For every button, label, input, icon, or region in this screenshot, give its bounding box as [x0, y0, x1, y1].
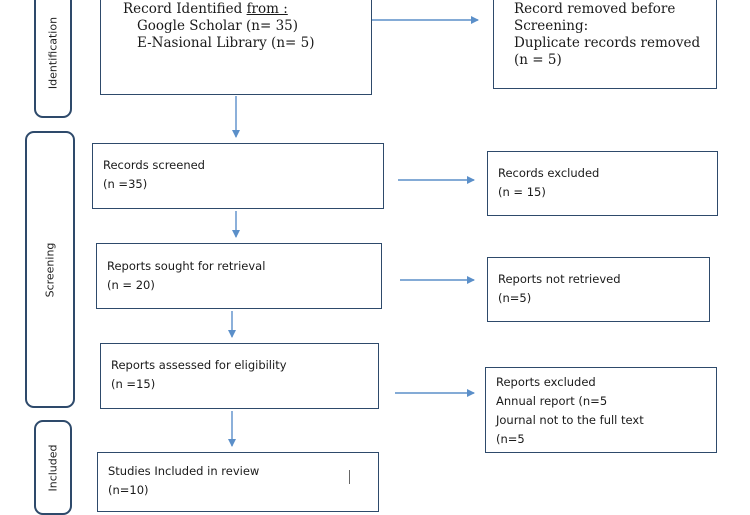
records-screened-count: (n =35): [103, 177, 148, 191]
screening-phase-panel: Screening: [25, 131, 75, 408]
reports-not-retrieved-box: Reports not retrieved (n=5): [487, 257, 710, 322]
records-removed-count: (n = 5): [514, 52, 562, 68]
records-screened-title: Records screened: [103, 158, 205, 172]
reports-excluded-title: Reports excluded: [496, 375, 596, 389]
records-removed-box: Record removed before Screening: Duplica…: [493, 0, 717, 89]
journal-not-full-text: Journal not to the full text: [496, 413, 644, 427]
google-scholar-count: Google Scholar (n= 35): [137, 18, 299, 34]
reports-excluded-box: Reports excluded Annual report (n=5 Jour…: [485, 367, 717, 453]
records-excluded-count: (n = 15): [498, 185, 546, 199]
records-identified-title: Record Identified from :: [123, 1, 288, 17]
reports-assessed-box: Reports assessed for eligibility (n =15): [100, 343, 379, 409]
reports-sought-count: (n = 20): [107, 278, 155, 292]
reports-sought-title: Reports sought for retrieval: [107, 259, 266, 273]
text-cursor-mark: [349, 470, 350, 484]
reports-assessed-count: (n =15): [111, 377, 156, 391]
studies-included-count: (n=10): [108, 483, 149, 497]
reports-not-retrieved-title: Reports not retrieved: [498, 272, 621, 286]
e-nasional-library-count: E-Nasional Library (n= 5): [137, 35, 315, 51]
journal-not-full-text-count: (n=5: [496, 432, 525, 446]
flow-arrows: [228, 16, 479, 447]
records-screened-box: Records screened (n =35): [92, 143, 384, 209]
annual-report-count: Annual report (n=5: [496, 394, 608, 408]
studies-included-title: Studies Included in review: [108, 464, 260, 478]
reports-assessed-title: Reports assessed for eligibility: [111, 358, 287, 372]
records-removed-title: Record removed before: [514, 1, 676, 17]
records-removed-screening: Screening:: [514, 18, 589, 34]
identification-phase-panel: Identification: [34, 0, 72, 118]
reports-sought-box: Reports sought for retrieval (n = 20): [96, 243, 382, 309]
records-excluded-box: Records excluded (n = 15): [487, 151, 718, 216]
records-identified-box: Record Identified from : Google Scholar …: [100, 0, 372, 95]
duplicate-records-removed: Duplicate records removed: [514, 35, 701, 51]
records-excluded-title: Records excluded: [498, 166, 600, 180]
reports-not-retrieved-count: (n=5): [498, 291, 532, 305]
